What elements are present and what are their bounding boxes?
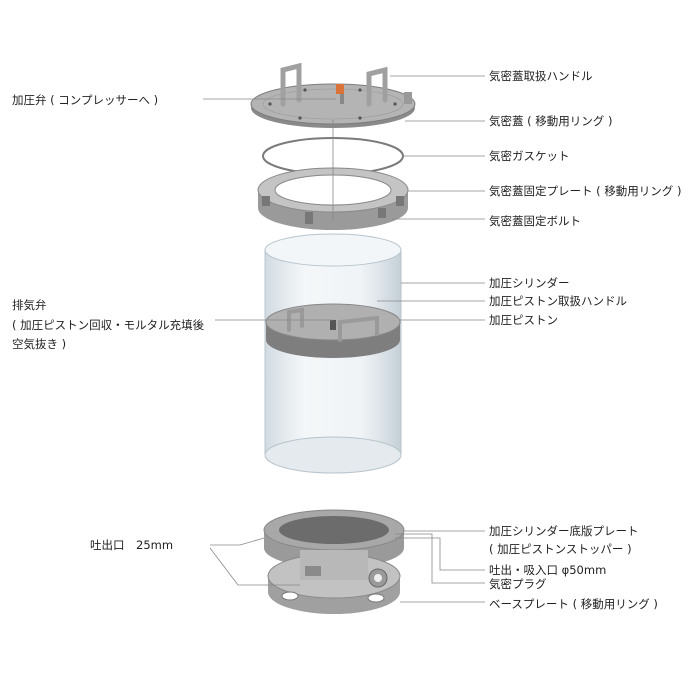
label-cylinder-bottom-plate: 加圧シリンダー底版プレート: [489, 524, 639, 538]
airtight-lid: [250, 83, 416, 128]
label-pressure-piston: 加圧ピストン: [489, 313, 558, 327]
lid-handles: [280, 62, 388, 107]
pressure-valve-fitting: [336, 84, 412, 104]
label-airtight-lid-handle: 気密蓋取扱ハンドル: [489, 69, 593, 83]
label-discharge-suction-port: 吐出・吸入口 φ50mm: [489, 563, 607, 577]
label-piston-handle: 加圧ピストン取扱ハンドル: [489, 294, 627, 308]
leader-lines: [203, 75, 485, 603]
label-lid-fixing-plate: 気密蓋固定プレート ( 移動用リング ): [489, 184, 682, 198]
label-airtight-plug: 気密プラグ: [489, 577, 547, 591]
label-exhaust-valve-note-2: 空気抜き ): [12, 337, 67, 351]
piston-handles: [287, 307, 379, 342]
label-airtight-gasket: 気密ガスケット: [489, 149, 570, 163]
label-discharge-port: 吐出口 25mm: [90, 538, 174, 552]
exhaust-valve-fitting: [330, 320, 336, 330]
label-pressure-cylinder: 加圧シリンダー: [489, 276, 570, 290]
label-pressure-valve: 加圧弁 ( コンプレッサーへ ): [12, 93, 159, 107]
label-cylinder-bottom-plate-note: ( 加圧ピストンストッパー ): [489, 542, 632, 556]
cylinder-bottom-plate: [263, 509, 405, 568]
label-airtight-lid: 気密蓋 ( 移動用リング ): [489, 114, 613, 128]
lid-fixing-plate: [257, 167, 409, 230]
label-lid-fixing-bolt: 気密蓋固定ボルト: [489, 214, 581, 228]
pressure-piston-body: [265, 303, 401, 358]
label-exhaust-valve: 排気弁: [12, 298, 47, 312]
label-exhaust-valve-note-1: ( 加圧ピストン回収・モルタル充填後: [12, 318, 205, 332]
base-assembly: [267, 550, 401, 614]
label-base-plate: ベースプレート ( 移動用リング ): [489, 597, 658, 611]
